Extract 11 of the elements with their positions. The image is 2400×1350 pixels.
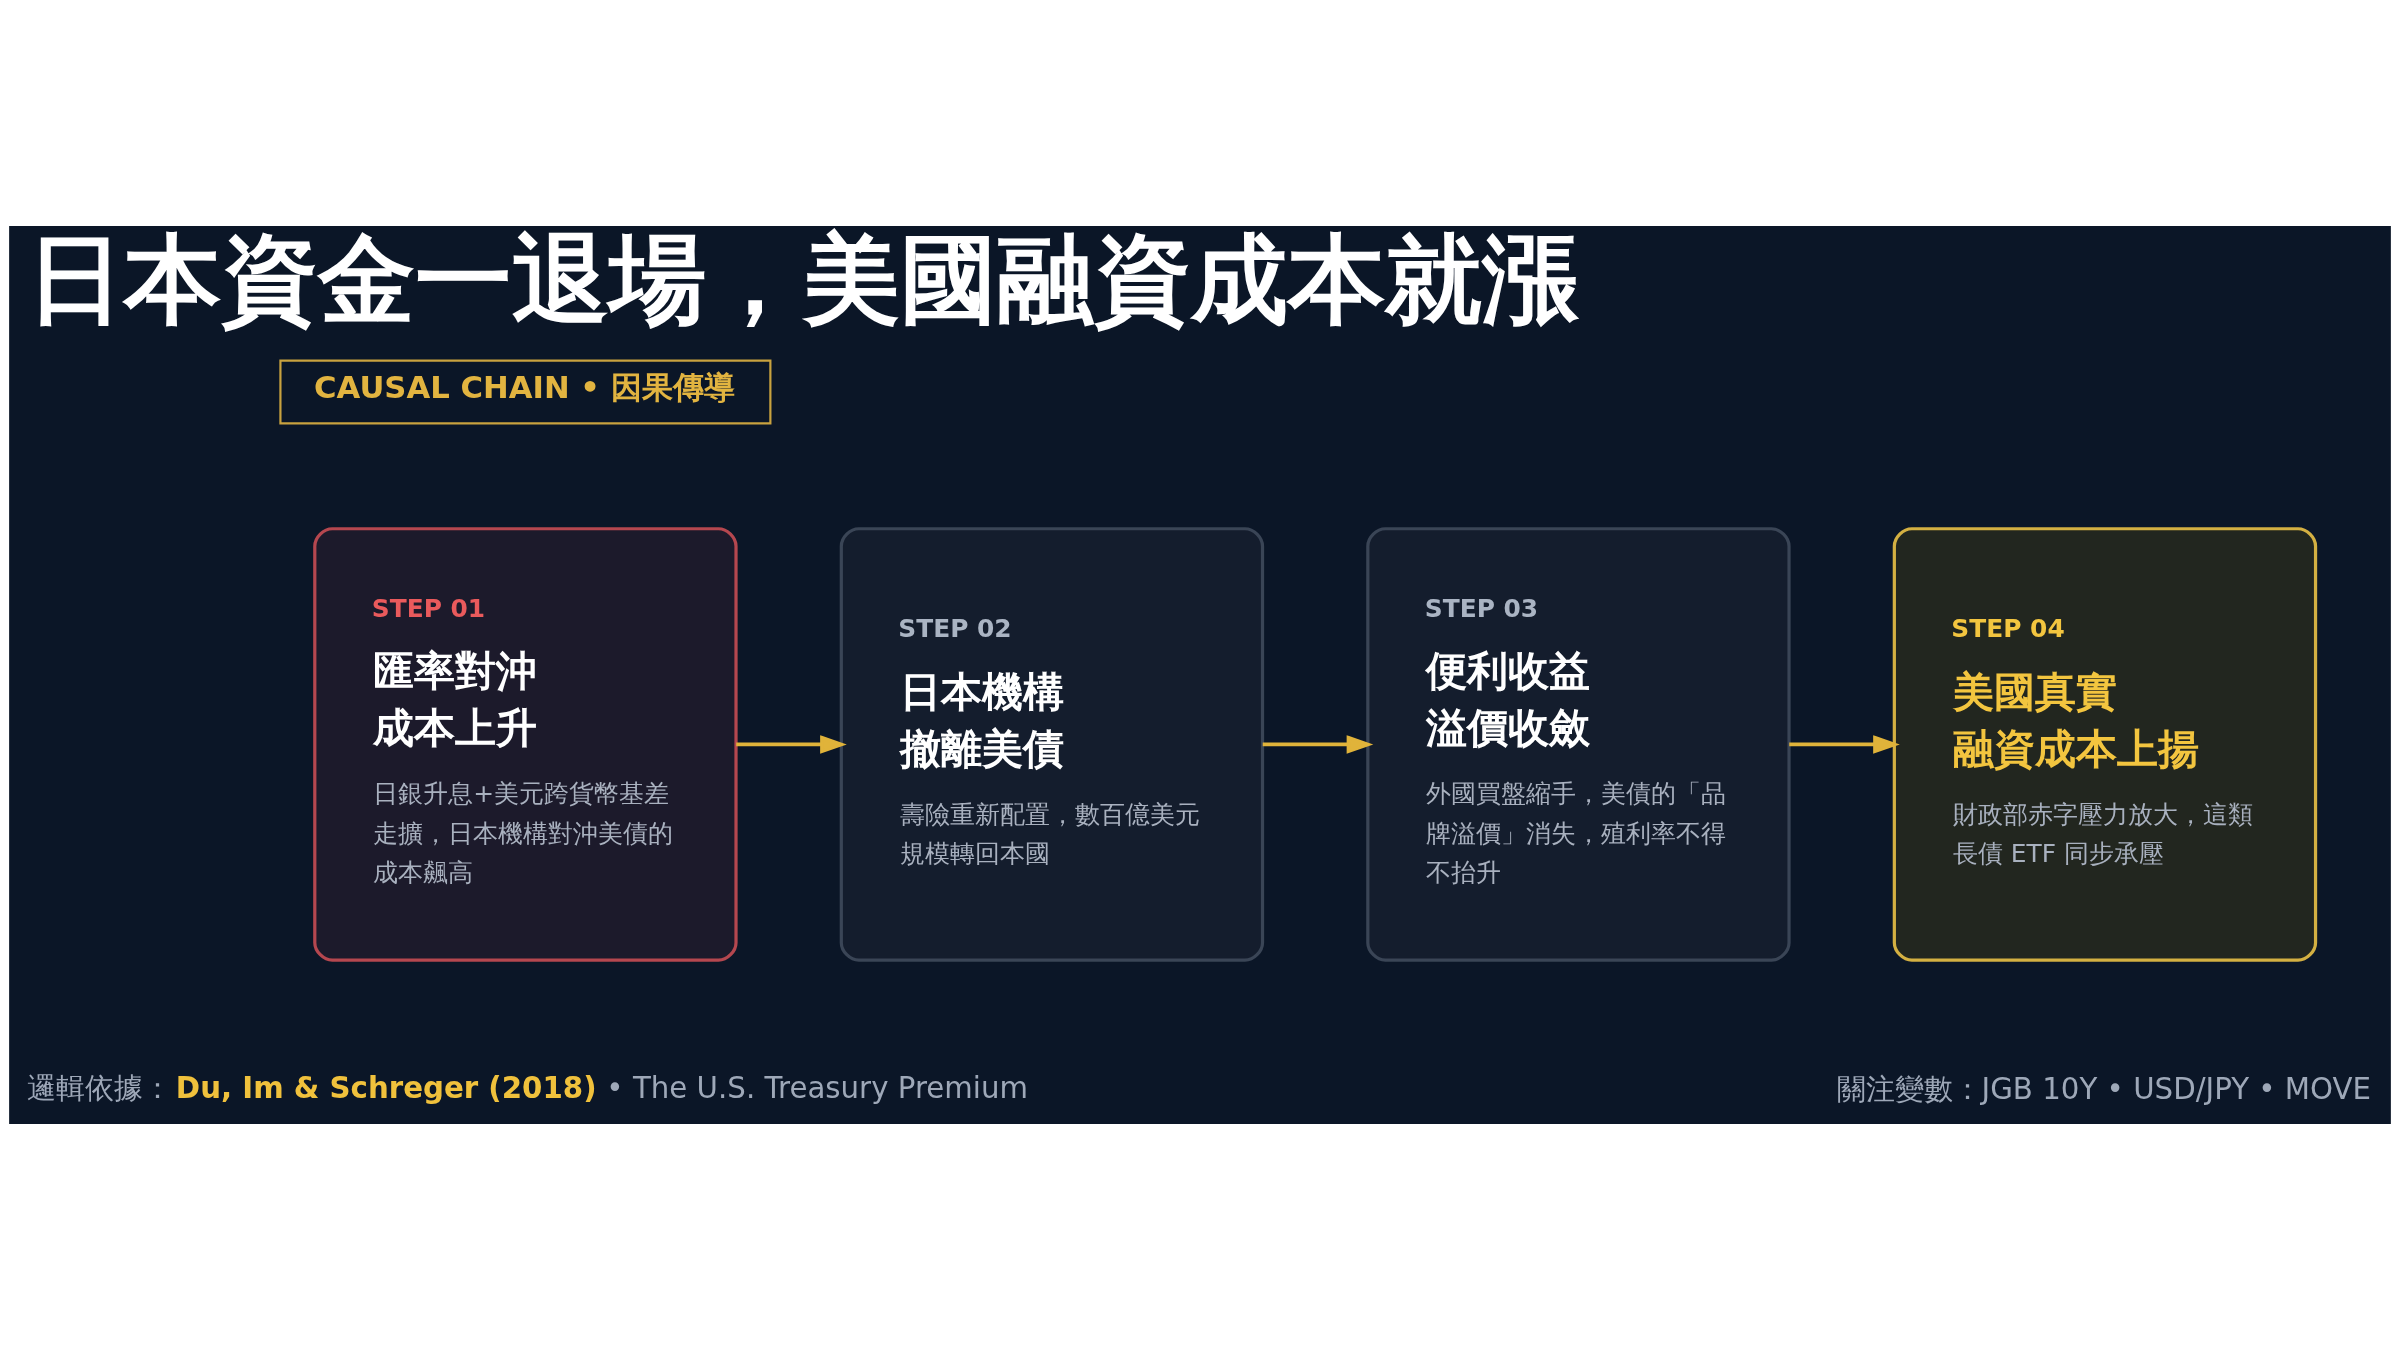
node-box: STEP 01 匯率對沖成本上升 日銀升息+美元跨貨幣基差走擴，日本機構對沖美債的成本飆高 xyxy=(313,527,738,962)
node-box: CAUSAL CHAIN • 因果傳導 xyxy=(279,359,772,425)
node-box: STEP 02 日本機構撤離美債 壽險重新配置，數百億美元規模轉回本國 xyxy=(839,527,1265,962)
arrow xyxy=(736,735,847,754)
node-box: STEP 04 美國真實融資成本上揚 財政部赤字壓力放大，這類長債 ETF 同步承壓 xyxy=(1892,527,2318,962)
node-box: STEP 03 便利收益溢價收斂 外國買盤縮手，美債的「品牌溢價」消失，殖利率不得不抬升 xyxy=(1366,527,1791,962)
arrow xyxy=(1789,735,1900,754)
label: 邏輯依據：Du, Im & Schreger (2018) • The U.S. Treasury Premium xyxy=(26,1070,1028,1105)
arrow xyxy=(1262,735,1374,754)
diagram-title: 日本資金一退場，美國融資成本就漲 xyxy=(26,223,1579,337)
label: 關注變數：JGB 10Y • USD/JPY • MOVE xyxy=(1836,1072,2372,1107)
